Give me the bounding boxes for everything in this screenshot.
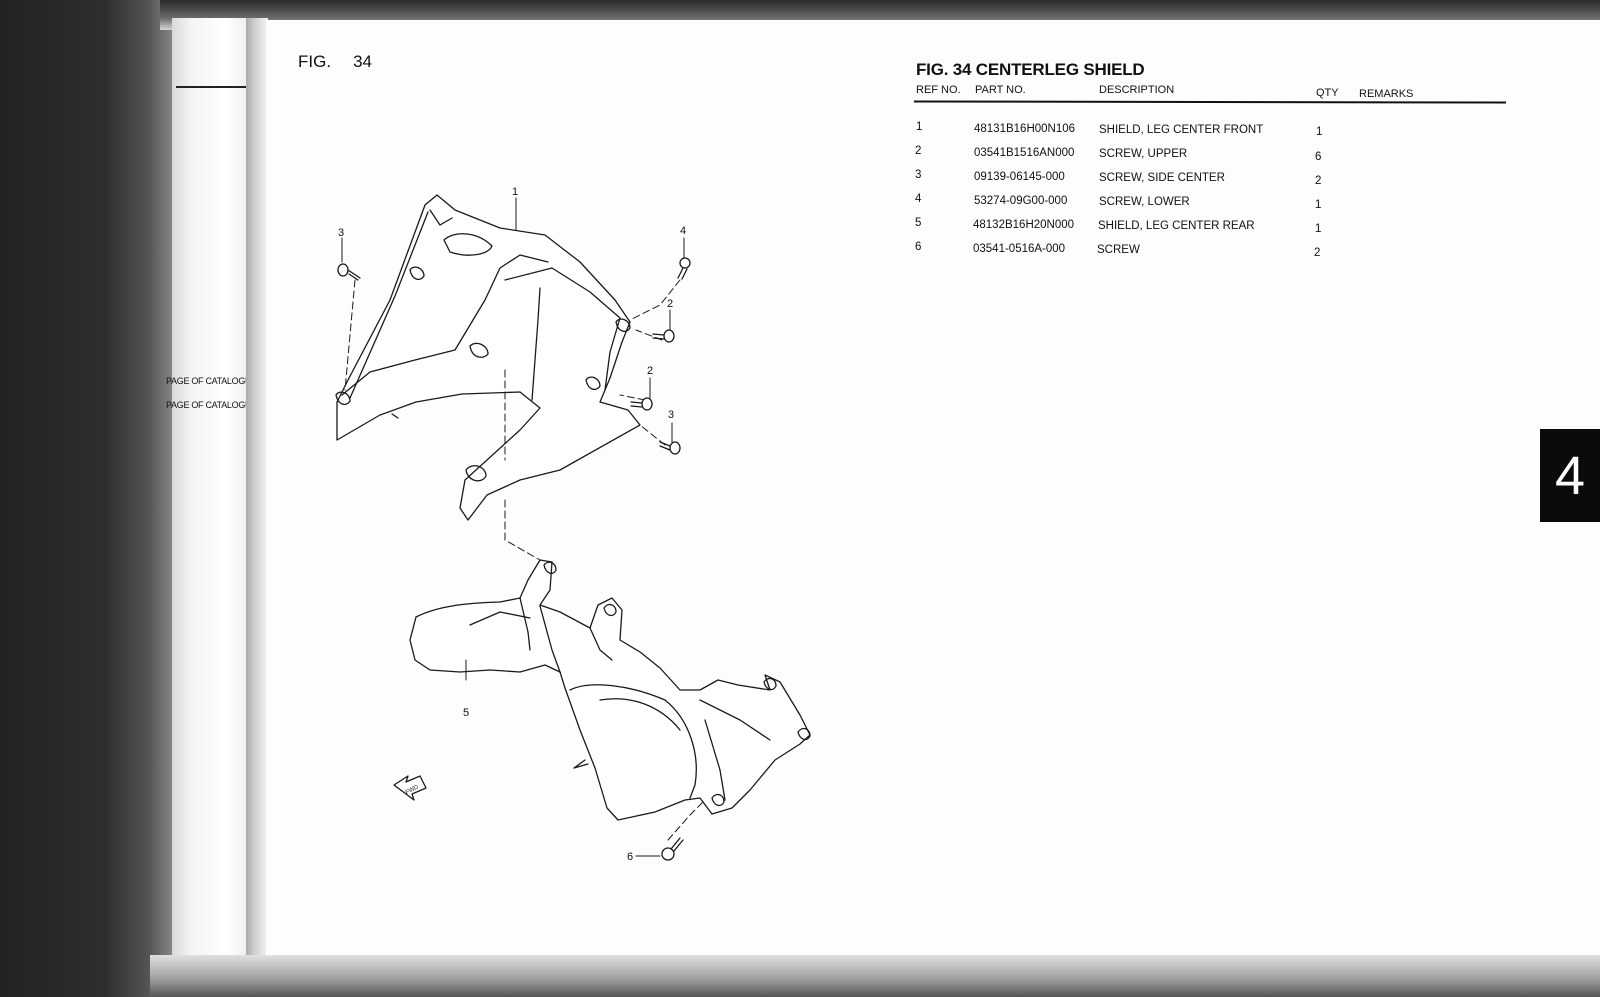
header-ref-no: REF NO. bbox=[916, 84, 961, 96]
callout-4: 4 bbox=[680, 225, 686, 237]
screw-2-upper bbox=[652, 329, 675, 343]
row-ref: 1 bbox=[916, 121, 923, 133]
row-qty: 2 bbox=[1315, 175, 1322, 187]
callout-6: 6 bbox=[627, 851, 633, 863]
callout-5: 5 bbox=[463, 707, 469, 719]
screw-3-upper-left bbox=[337, 263, 361, 281]
figure-number: 34 bbox=[353, 52, 372, 71]
callout-3-left: 3 bbox=[338, 227, 344, 239]
row-part-no: 03541B1516AN000 bbox=[974, 147, 1075, 159]
row-description: SCREW, UPPER bbox=[1099, 148, 1188, 160]
book-gutter bbox=[246, 18, 268, 963]
row-qty: 6 bbox=[1315, 151, 1322, 163]
row-ref: 4 bbox=[915, 193, 922, 205]
row-ref: 3 bbox=[915, 169, 922, 181]
scanner-bottom-shadow bbox=[150, 955, 1600, 997]
row-description: SCREW, SIDE CENTER bbox=[1099, 172, 1225, 184]
catalogue-page-line-1: PAGE OF CATALOGUE bbox=[166, 376, 257, 386]
row-part-no: 03541-0516A-000 bbox=[973, 243, 1066, 255]
front-shield-part bbox=[335, 194, 641, 521]
figure-label-prefix: FIG. bbox=[298, 52, 332, 71]
callout-3-right: 3 bbox=[668, 409, 674, 421]
header-part-no: PART NO. bbox=[975, 84, 1026, 96]
row-ref: 5 bbox=[915, 217, 922, 229]
row-part-no: 48131B16H00N106 bbox=[974, 123, 1076, 135]
screw-6 bbox=[661, 837, 684, 861]
row-part-no: 09139-06145-000 bbox=[974, 171, 1065, 183]
assembly-lines bbox=[344, 279, 706, 841]
screw-3-right bbox=[659, 441, 681, 455]
row-qty: 2 bbox=[1314, 247, 1321, 259]
screw-4 bbox=[677, 257, 691, 280]
row-qty: 1 bbox=[1315, 199, 1322, 211]
callout-1: 1 bbox=[512, 186, 518, 198]
row-part-no: 53274-09G00-000 bbox=[974, 195, 1068, 207]
fwd-direction-arrow bbox=[393, 775, 427, 801]
header-remarks: REMARKS bbox=[1359, 88, 1414, 100]
row-ref: 2 bbox=[915, 145, 922, 157]
figure-label: FIG. 34 bbox=[298, 52, 372, 72]
parts-table-title: FIG. 34 CENTERLEG SHIELD bbox=[916, 60, 1145, 79]
catalogue-page-line-2: PAGE OF CATALOGUE bbox=[166, 400, 257, 410]
header-qty: QTY bbox=[1316, 87, 1339, 99]
left-page-rule bbox=[176, 86, 248, 88]
row-qty: 1 bbox=[1315, 223, 1322, 235]
row-ref: 6 bbox=[915, 241, 922, 253]
row-description: SHIELD, LEG CENTER FRONT bbox=[1099, 124, 1264, 136]
row-part-no: 48132B16H20N000 bbox=[973, 219, 1075, 231]
row-qty: 1 bbox=[1316, 126, 1323, 138]
callout-leaders bbox=[341, 197, 685, 857]
row-description: SHIELD, LEG CENTER REAR bbox=[1098, 220, 1255, 232]
callout-2-lower: 2 bbox=[647, 365, 653, 377]
section-tab: 4 bbox=[1540, 429, 1600, 522]
row-description: SCREW bbox=[1097, 244, 1140, 256]
scanner-dark-edge bbox=[0, 0, 175, 997]
screw-fasteners bbox=[337, 257, 691, 861]
screw-2-lower bbox=[630, 397, 653, 411]
rear-shield-part bbox=[409, 559, 811, 821]
callout-2-upper: 2 bbox=[667, 298, 673, 310]
row-description: SCREW, LOWER bbox=[1099, 196, 1190, 208]
header-description: DESCRIPTION bbox=[1099, 84, 1175, 96]
